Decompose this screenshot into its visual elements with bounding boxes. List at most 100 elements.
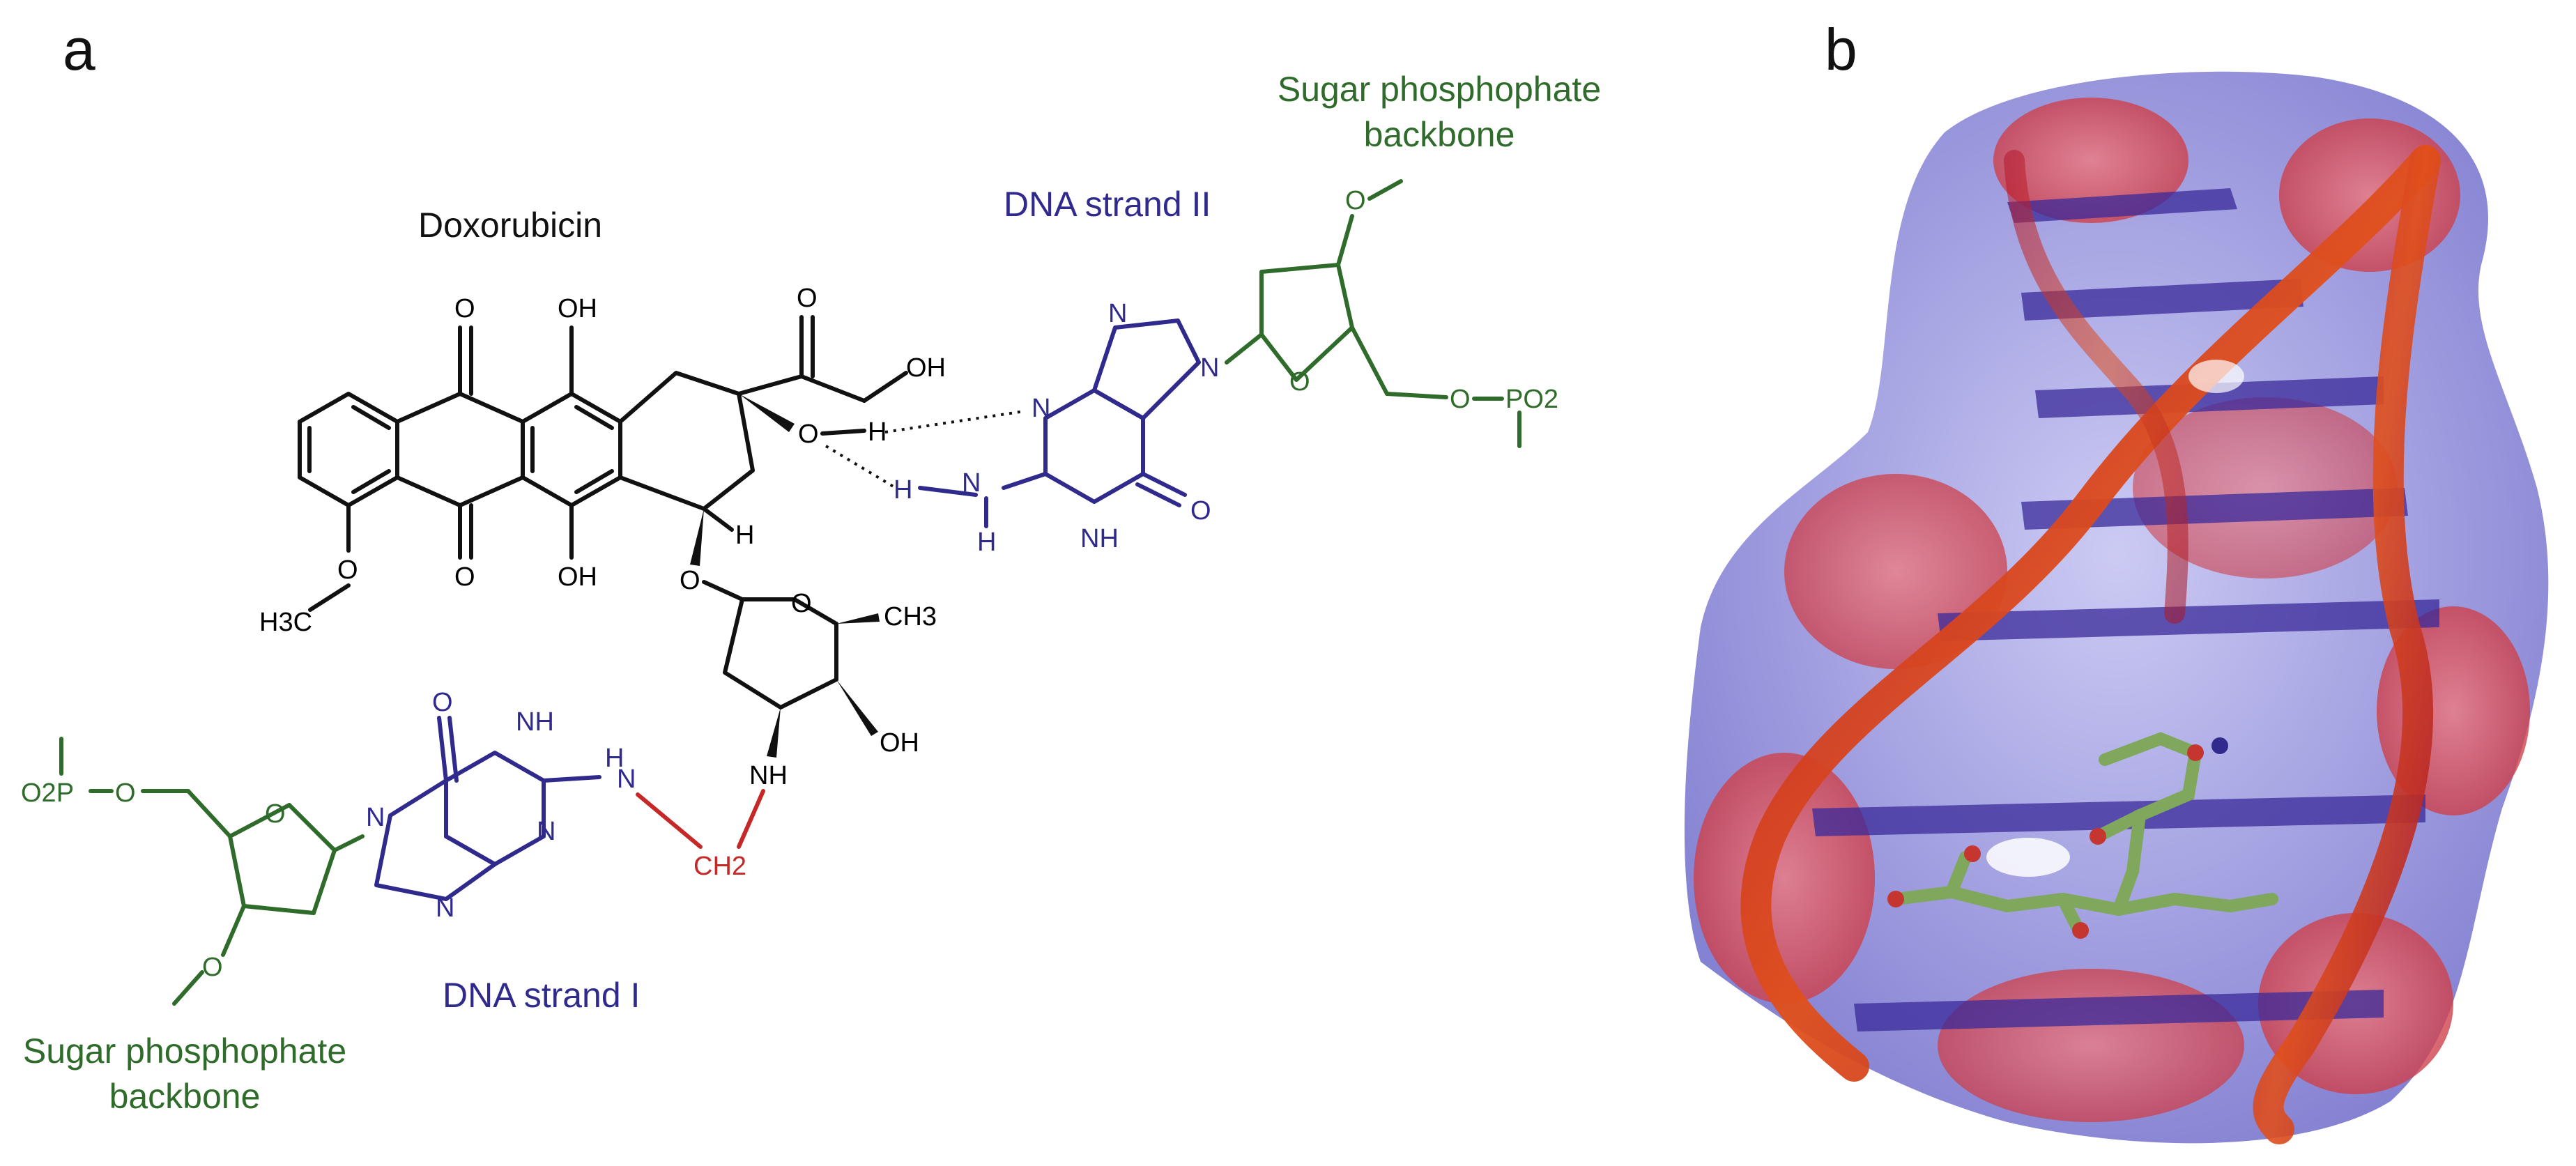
panel-label-b: b bbox=[1825, 17, 1857, 82]
atom-O: O bbox=[680, 566, 700, 595]
ring-a-double-bond bbox=[351, 469, 391, 494]
atom-OH: OH bbox=[906, 353, 946, 383]
atom-NH: NH bbox=[516, 707, 554, 737]
backbone-bond bbox=[1336, 214, 1354, 267]
backbone-top: O O O PO2 bbox=[1225, 179, 1558, 448]
daunosamine-ring bbox=[723, 597, 838, 709]
hydrogen-bond bbox=[825, 445, 897, 489]
surface-patch bbox=[1993, 98, 2188, 223]
surface-highlight bbox=[2188, 360, 2244, 393]
backbone-ribbon bbox=[2004, 150, 2188, 624]
backbone-bond bbox=[1350, 325, 1389, 396]
atom-N: N bbox=[1108, 299, 1127, 328]
guanine-5-ring bbox=[374, 778, 497, 901]
atom-O: O bbox=[1450, 385, 1471, 414]
crosslink-bond bbox=[636, 792, 703, 849]
atom-H3C: H3C bbox=[259, 608, 312, 637]
backbone-ribbon bbox=[2253, 145, 2441, 1144]
doxorubicin-structure: O O OH OH O H3C O OH O H H O O CH3 bbox=[259, 284, 946, 790]
strand-1-label: DNA strand I bbox=[443, 976, 640, 1015]
surface-highlight bbox=[1986, 838, 2070, 877]
guanine-6-ring bbox=[1043, 388, 1145, 504]
ring-c bbox=[521, 392, 622, 507]
hydrogen-bond bbox=[884, 410, 1025, 434]
atom-OH: OH bbox=[880, 728, 919, 758]
atom-O: O bbox=[454, 562, 475, 592]
glycosidic-bond bbox=[702, 580, 744, 601]
atom-O: O bbox=[432, 688, 453, 717]
atom-NH: NH bbox=[1080, 524, 1119, 553]
ring-c-double-bond bbox=[574, 405, 614, 430]
ring-c-double-bond bbox=[574, 469, 614, 494]
atom-H: H bbox=[605, 744, 624, 773]
atom-O: O bbox=[337, 555, 358, 585]
amine-bond bbox=[542, 775, 601, 783]
atom-O: O bbox=[202, 953, 223, 982]
sugar-ring bbox=[1259, 263, 1354, 382]
atom-N: N bbox=[436, 893, 454, 923]
side-chain bbox=[862, 371, 908, 403]
molecular-surface bbox=[1684, 71, 2549, 1144]
carbonyl bbox=[437, 716, 448, 783]
atom-CH2: CH2 bbox=[693, 852, 746, 881]
atom-H: H bbox=[735, 521, 754, 550]
side-chain bbox=[737, 374, 804, 396]
atom-N: N bbox=[1032, 394, 1050, 423]
wedge-bond bbox=[690, 509, 704, 566]
ring-a bbox=[298, 392, 399, 507]
atom-OH: OH bbox=[558, 294, 597, 323]
side-chain bbox=[799, 374, 866, 403]
atom-O: O bbox=[1345, 186, 1366, 215]
atom-PO2: PO2 bbox=[1505, 385, 1558, 414]
atom-N: N bbox=[1200, 353, 1219, 383]
base-pairs bbox=[1812, 188, 2439, 1031]
atom-NH: NH bbox=[749, 761, 788, 790]
atom-O: O bbox=[1289, 367, 1310, 397]
wedge-bond bbox=[767, 707, 781, 758]
panel-label-a: a bbox=[63, 17, 95, 82]
atom-H: H bbox=[868, 417, 887, 447]
backbone-bottom-label: backbone bbox=[109, 1077, 261, 1116]
oh-bond bbox=[820, 429, 866, 436]
atom-O: O bbox=[791, 589, 812, 618]
guanine-5-ring bbox=[1092, 319, 1201, 420]
sugar-ring bbox=[228, 803, 337, 915]
backbone-bond bbox=[221, 904, 246, 957]
crosslink-bond bbox=[737, 789, 765, 849]
atom-O: O bbox=[798, 420, 819, 449]
methylene-crosslink: CH2 bbox=[636, 789, 765, 881]
backbone-bond bbox=[186, 789, 232, 838]
ring-d bbox=[618, 371, 755, 511]
drug-nitrogen-atom bbox=[2211, 737, 2228, 754]
atom-O: O bbox=[115, 778, 136, 808]
carbonyl bbox=[1141, 472, 1187, 497]
atom-N: N bbox=[537, 817, 555, 846]
atom-O: O bbox=[1190, 496, 1211, 526]
backbone-bottom-label: Sugar phosphophate bbox=[23, 1031, 346, 1071]
surface-patch bbox=[2133, 397, 2398, 578]
backbone-bond bbox=[172, 970, 204, 1006]
backbone-top-label: backbone bbox=[1364, 115, 1515, 154]
atom-O: O bbox=[454, 294, 475, 323]
atom-O: O bbox=[265, 799, 286, 829]
backbone-ribbon bbox=[1740, 145, 2441, 1082]
atom-N: N bbox=[366, 803, 385, 832]
methoxy-bond bbox=[308, 583, 351, 612]
atom-O2P: O2P bbox=[21, 778, 74, 808]
wedge-bond bbox=[739, 394, 795, 432]
carbonyl bbox=[447, 716, 459, 783]
guanine-strand-1: O NH N N N H N bbox=[366, 688, 636, 923]
amine-bond bbox=[918, 486, 978, 497]
backbone-bottom: O O O O2P bbox=[21, 737, 365, 1006]
atom-H: H bbox=[894, 475, 912, 505]
backbone-bond bbox=[1367, 179, 1403, 201]
ring-b bbox=[395, 392, 525, 507]
guanine-6-ring bbox=[444, 751, 546, 866]
carbonyl bbox=[1135, 482, 1181, 507]
guanine-strand-2: N N N NH O N H H bbox=[894, 299, 1219, 557]
backbone-top-label: Sugar phosphophate bbox=[1278, 70, 1601, 109]
backbone-bond bbox=[1385, 392, 1448, 399]
wedge-bond bbox=[836, 680, 878, 736]
drug-oxygen-atoms bbox=[1887, 744, 2204, 939]
